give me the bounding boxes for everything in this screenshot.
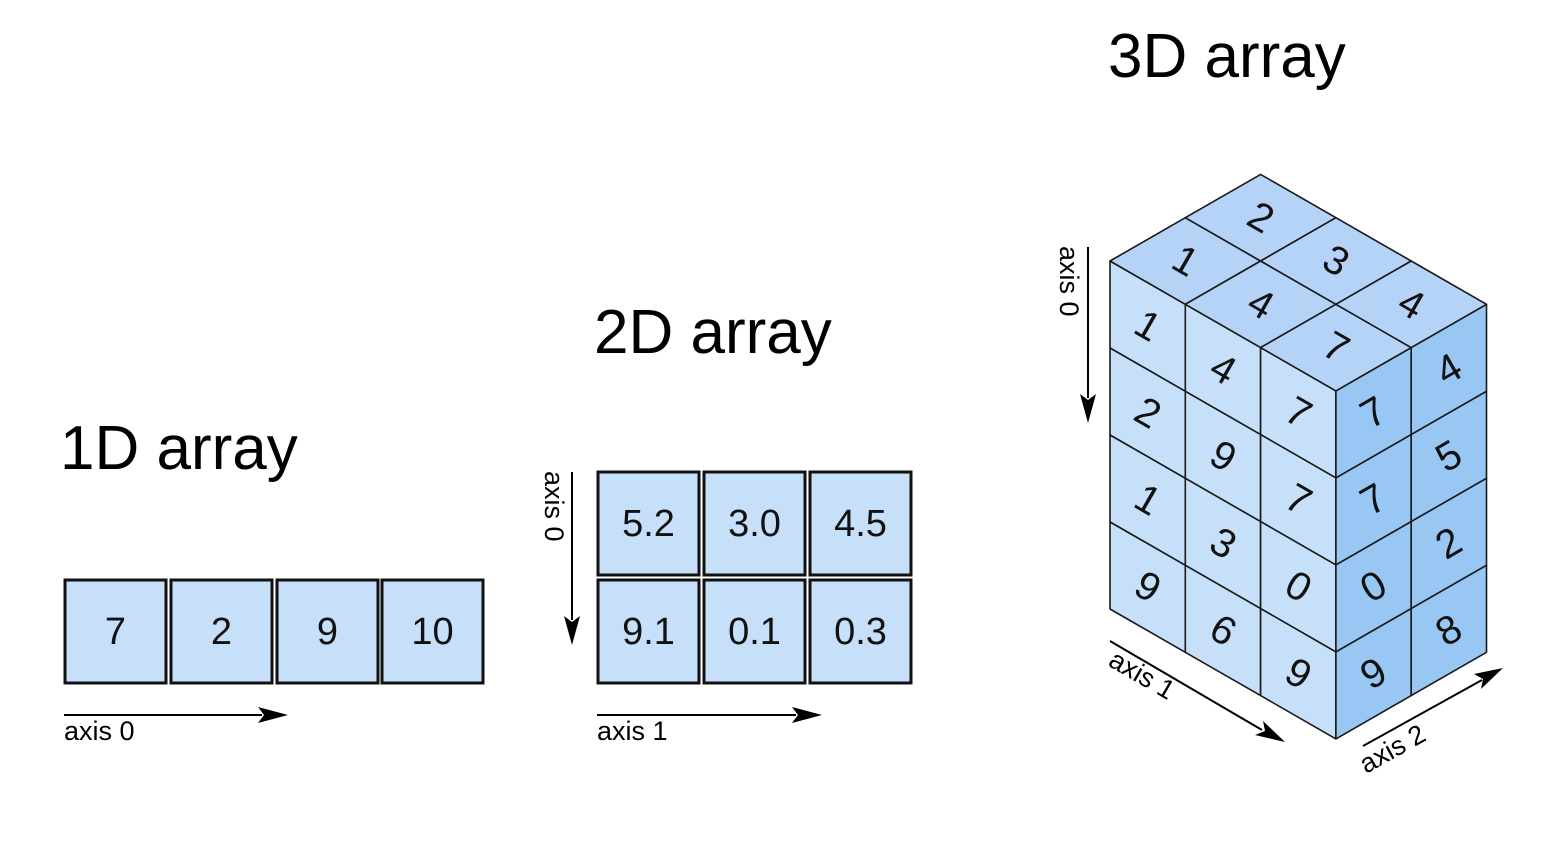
- array-2d-cell: [808, 578, 913, 685]
- array-2d-axis-1-arrow: [597, 707, 822, 723]
- array-2d-group: 2D array 5.2 3.0 4.5 9.1 0.1 0.3 axis 0 axis …: [539, 298, 913, 746]
- array-2d-cell-value: 0.3: [834, 611, 887, 653]
- array-3d-axis-1-arrow: [1109, 640, 1285, 742]
- array-2d-cell-value: 9.1: [622, 611, 675, 653]
- array-1d-cell: [275, 578, 380, 685]
- array-2d-cell: [702, 470, 807, 577]
- array-2d-cell: [702, 578, 807, 685]
- array-2d-axis-1-label: axis 1: [597, 716, 668, 746]
- array-1d-title: 1D array: [60, 414, 298, 483]
- array-2d-cell-value: 0.1: [728, 611, 781, 653]
- array-2d-cell: [596, 578, 701, 685]
- array-3d-axis-0-label: axis 0: [1054, 246, 1084, 317]
- array-1d-cell: [63, 578, 168, 685]
- array-1d-cell-value: 2: [211, 611, 232, 653]
- array-1d-cell-value: 7: [105, 611, 126, 653]
- array-2d-axis-0-arrow: [564, 472, 580, 645]
- array-3d-top-face-cell: [1335, 260, 1488, 349]
- array-2d-cell: [596, 470, 701, 577]
- array-3d-axis-2-label: axis 2: [1354, 719, 1430, 780]
- array-2d-cell-value: 4.5: [834, 503, 887, 545]
- array-1d-cell-value: 9: [317, 611, 338, 653]
- array-3d-axis-1-label: axis 1: [1104, 644, 1180, 705]
- array-2d-cell-value: 5.2: [622, 503, 675, 545]
- array-3d-cube: [1109, 173, 1488, 740]
- array-2d-cell-value: 3.0: [728, 503, 781, 545]
- array-3d-axis-0-arrow: [1080, 247, 1096, 423]
- array-3d-right-face-cell: [1410, 564, 1488, 697]
- array-1d-axis-0-arrow: [64, 707, 288, 723]
- array-2d-title: 2D array: [594, 298, 832, 367]
- array-3d-title: 3D array: [1108, 22, 1346, 91]
- array-1d-cell: [169, 578, 274, 685]
- array-2d-cell: [808, 470, 913, 577]
- array-3d-axis-2-arrow: [1362, 668, 1503, 747]
- array-1d-cell-value: 10: [411, 611, 453, 653]
- array-1d-cell: [380, 578, 485, 685]
- array-2d-axis-0-label: axis 0: [539, 471, 569, 542]
- array-1d-axis-0-label: axis 0: [64, 716, 135, 746]
- array-1d-cells: 7 2 9 10: [63, 578, 485, 685]
- array-1d-group: 1D array 7 2 9 10 axis 0: [60, 414, 485, 746]
- array-2d-cells: 5.2 3.0 4.5 9.1 0.1 0.3: [596, 470, 913, 685]
